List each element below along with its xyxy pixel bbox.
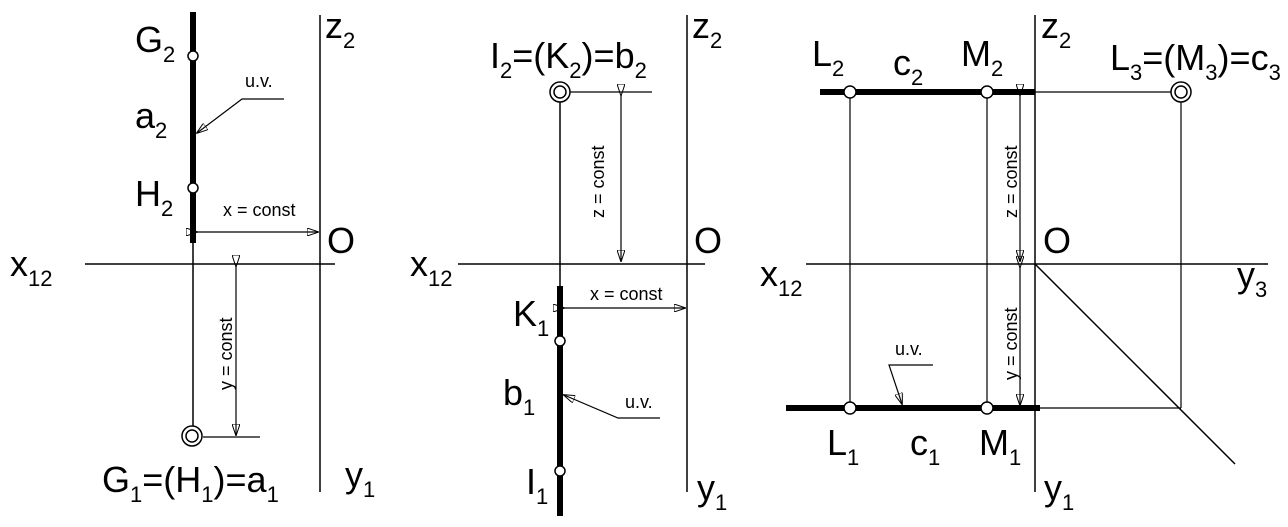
label-i2-k2-b2: I2=(K2)=b2: [490, 35, 647, 83]
label-x-const: x = const: [590, 284, 663, 304]
label-uv: u.v.: [895, 339, 923, 359]
label-x12: x12: [410, 243, 452, 291]
panel-2: I2=(K2)=b2 z2 z = const O x12 x = const …: [410, 5, 727, 516]
uv-leader: [888, 364, 933, 404]
label-x12: x12: [10, 243, 52, 291]
label-y1: y1: [1044, 467, 1074, 515]
label-y-const: y = const: [216, 317, 236, 390]
label-z2: z2: [1041, 5, 1071, 53]
label-l2: L2: [812, 33, 844, 81]
constant-line-45: [1034, 263, 1236, 465]
label-h2: H2: [135, 173, 173, 221]
panel-3: L2 c2 M2 z2 L3=(M3)=c3 z = const O x12 y…: [760, 5, 1281, 515]
label-z-const: z = const: [588, 145, 608, 218]
label-z2: z2: [325, 5, 355, 53]
uv-leader: [197, 98, 284, 133]
point-m2: [980, 85, 994, 99]
label-g2: G2: [135, 19, 175, 67]
label-y-const: y = const: [1001, 307, 1021, 380]
label-origin: O: [694, 220, 722, 261]
label-z-const: z = const: [1001, 145, 1021, 218]
label-b1: b1: [503, 372, 535, 420]
label-a2: a2: [135, 95, 167, 143]
label-uv: u.v.: [625, 392, 653, 412]
label-c2: c2: [893, 42, 923, 90]
point-k1: [554, 335, 566, 347]
label-g1-h1-a1: G1=(H1)=a1: [102, 459, 279, 507]
label-origin: O: [327, 220, 355, 261]
point-m1: [980, 401, 994, 415]
label-m2: M2: [961, 33, 1003, 81]
point-b2-inner: [553, 85, 567, 99]
point-a1-inner: [185, 429, 199, 443]
label-y3: y3: [1237, 254, 1267, 302]
point-i1: [554, 465, 566, 477]
point-l1: [843, 401, 857, 415]
point-g2: [187, 50, 199, 62]
panel-1: G2 a2 H2 u.v. x = const O x12 z2 y = con…: [10, 5, 375, 507]
label-l3-m3-c3: L3=(M3)=c3: [1110, 37, 1281, 85]
label-l1: L1: [827, 422, 859, 470]
point-h2: [187, 182, 199, 194]
label-m1: M1: [979, 422, 1021, 470]
label-y1: y1: [345, 454, 375, 502]
label-i1: I1: [526, 461, 548, 509]
uv-leader: [564, 395, 660, 419]
point-l2: [843, 85, 857, 99]
label-x12: x12: [760, 253, 802, 301]
label-y1: y1: [697, 467, 727, 515]
label-z2: z2: [692, 5, 722, 53]
label-c1: c1: [910, 422, 940, 470]
label-uv: u.v.: [245, 71, 273, 91]
label-k1: K1: [513, 293, 549, 341]
point-c3-inner: [1174, 85, 1188, 99]
label-origin: O: [1043, 220, 1071, 261]
label-x-const: x = const: [223, 200, 296, 220]
